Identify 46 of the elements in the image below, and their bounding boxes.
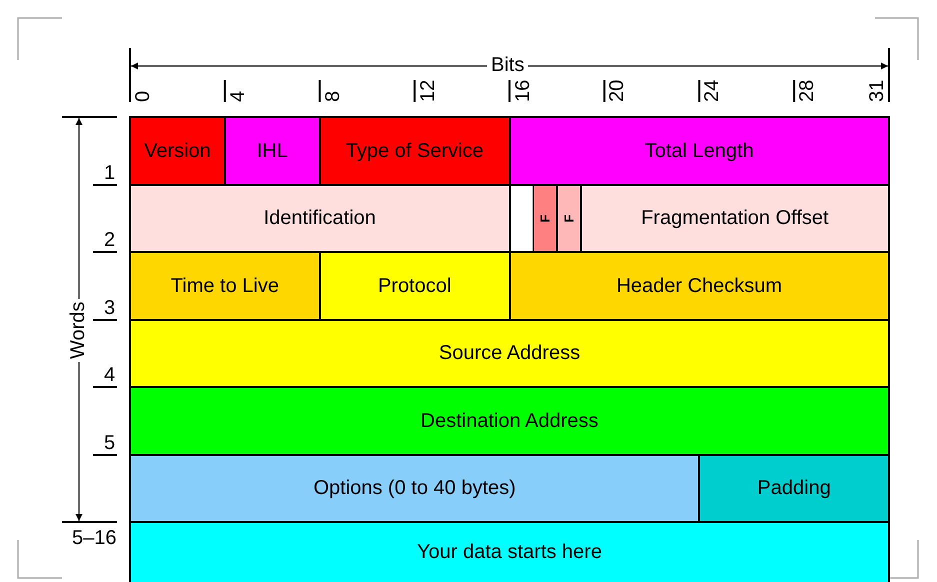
word-number: 2: [104, 230, 116, 250]
bit-number: 0: [133, 90, 153, 102]
header-field: [508, 116, 890, 186]
word-number: 4: [104, 365, 116, 385]
header-field: [698, 454, 890, 523]
field-label: Fragmentation Offset: [641, 207, 829, 230]
header-field: [508, 251, 890, 321]
word-number: 5–16: [72, 528, 116, 548]
bit-number: 12: [418, 80, 438, 102]
field-label: Type of Service: [346, 140, 484, 162]
header-field: [318, 116, 510, 186]
field-label: Time to Live: [170, 274, 279, 298]
flag-label: F: [538, 214, 553, 222]
field-label: Version: [144, 140, 211, 162]
header-field: [129, 454, 700, 523]
header-field: [129, 386, 890, 456]
header-field: [129, 116, 226, 186]
field-label: Destination Address: [420, 410, 598, 432]
field-label: Options (0 to 40 bytes): [313, 477, 516, 500]
header-field: [129, 521, 890, 582]
flag-label: F: [561, 214, 576, 222]
flag-field: [556, 184, 582, 253]
field-label: Total Length: [644, 140, 754, 162]
header-field: [129, 319, 890, 388]
field-label: Your data starts here: [417, 541, 602, 564]
bit-number: 8: [322, 90, 343, 102]
header-field: [580, 184, 890, 253]
bit-number: 28: [797, 80, 818, 102]
bit-number: 4: [228, 90, 248, 102]
field-label: Header Checksum: [616, 274, 782, 298]
field-label: Protocol: [378, 274, 452, 298]
bit-number: 31: [867, 80, 887, 102]
field-label: Source Address: [438, 342, 580, 365]
header-field: [224, 116, 321, 186]
word-number: 5: [104, 433, 116, 453]
bit-number: 20: [607, 80, 628, 102]
field-label: Identification: [264, 207, 376, 230]
header-field: [129, 184, 510, 253]
bit-number: 24: [702, 80, 722, 102]
field-label: IHL: [256, 140, 288, 162]
header-field: [318, 251, 510, 321]
word-number: 1: [104, 163, 116, 183]
bit-number: 16: [512, 80, 532, 102]
header-field: [129, 251, 321, 321]
field-label: Padding: [757, 477, 831, 500]
word-number: 3: [104, 298, 116, 318]
